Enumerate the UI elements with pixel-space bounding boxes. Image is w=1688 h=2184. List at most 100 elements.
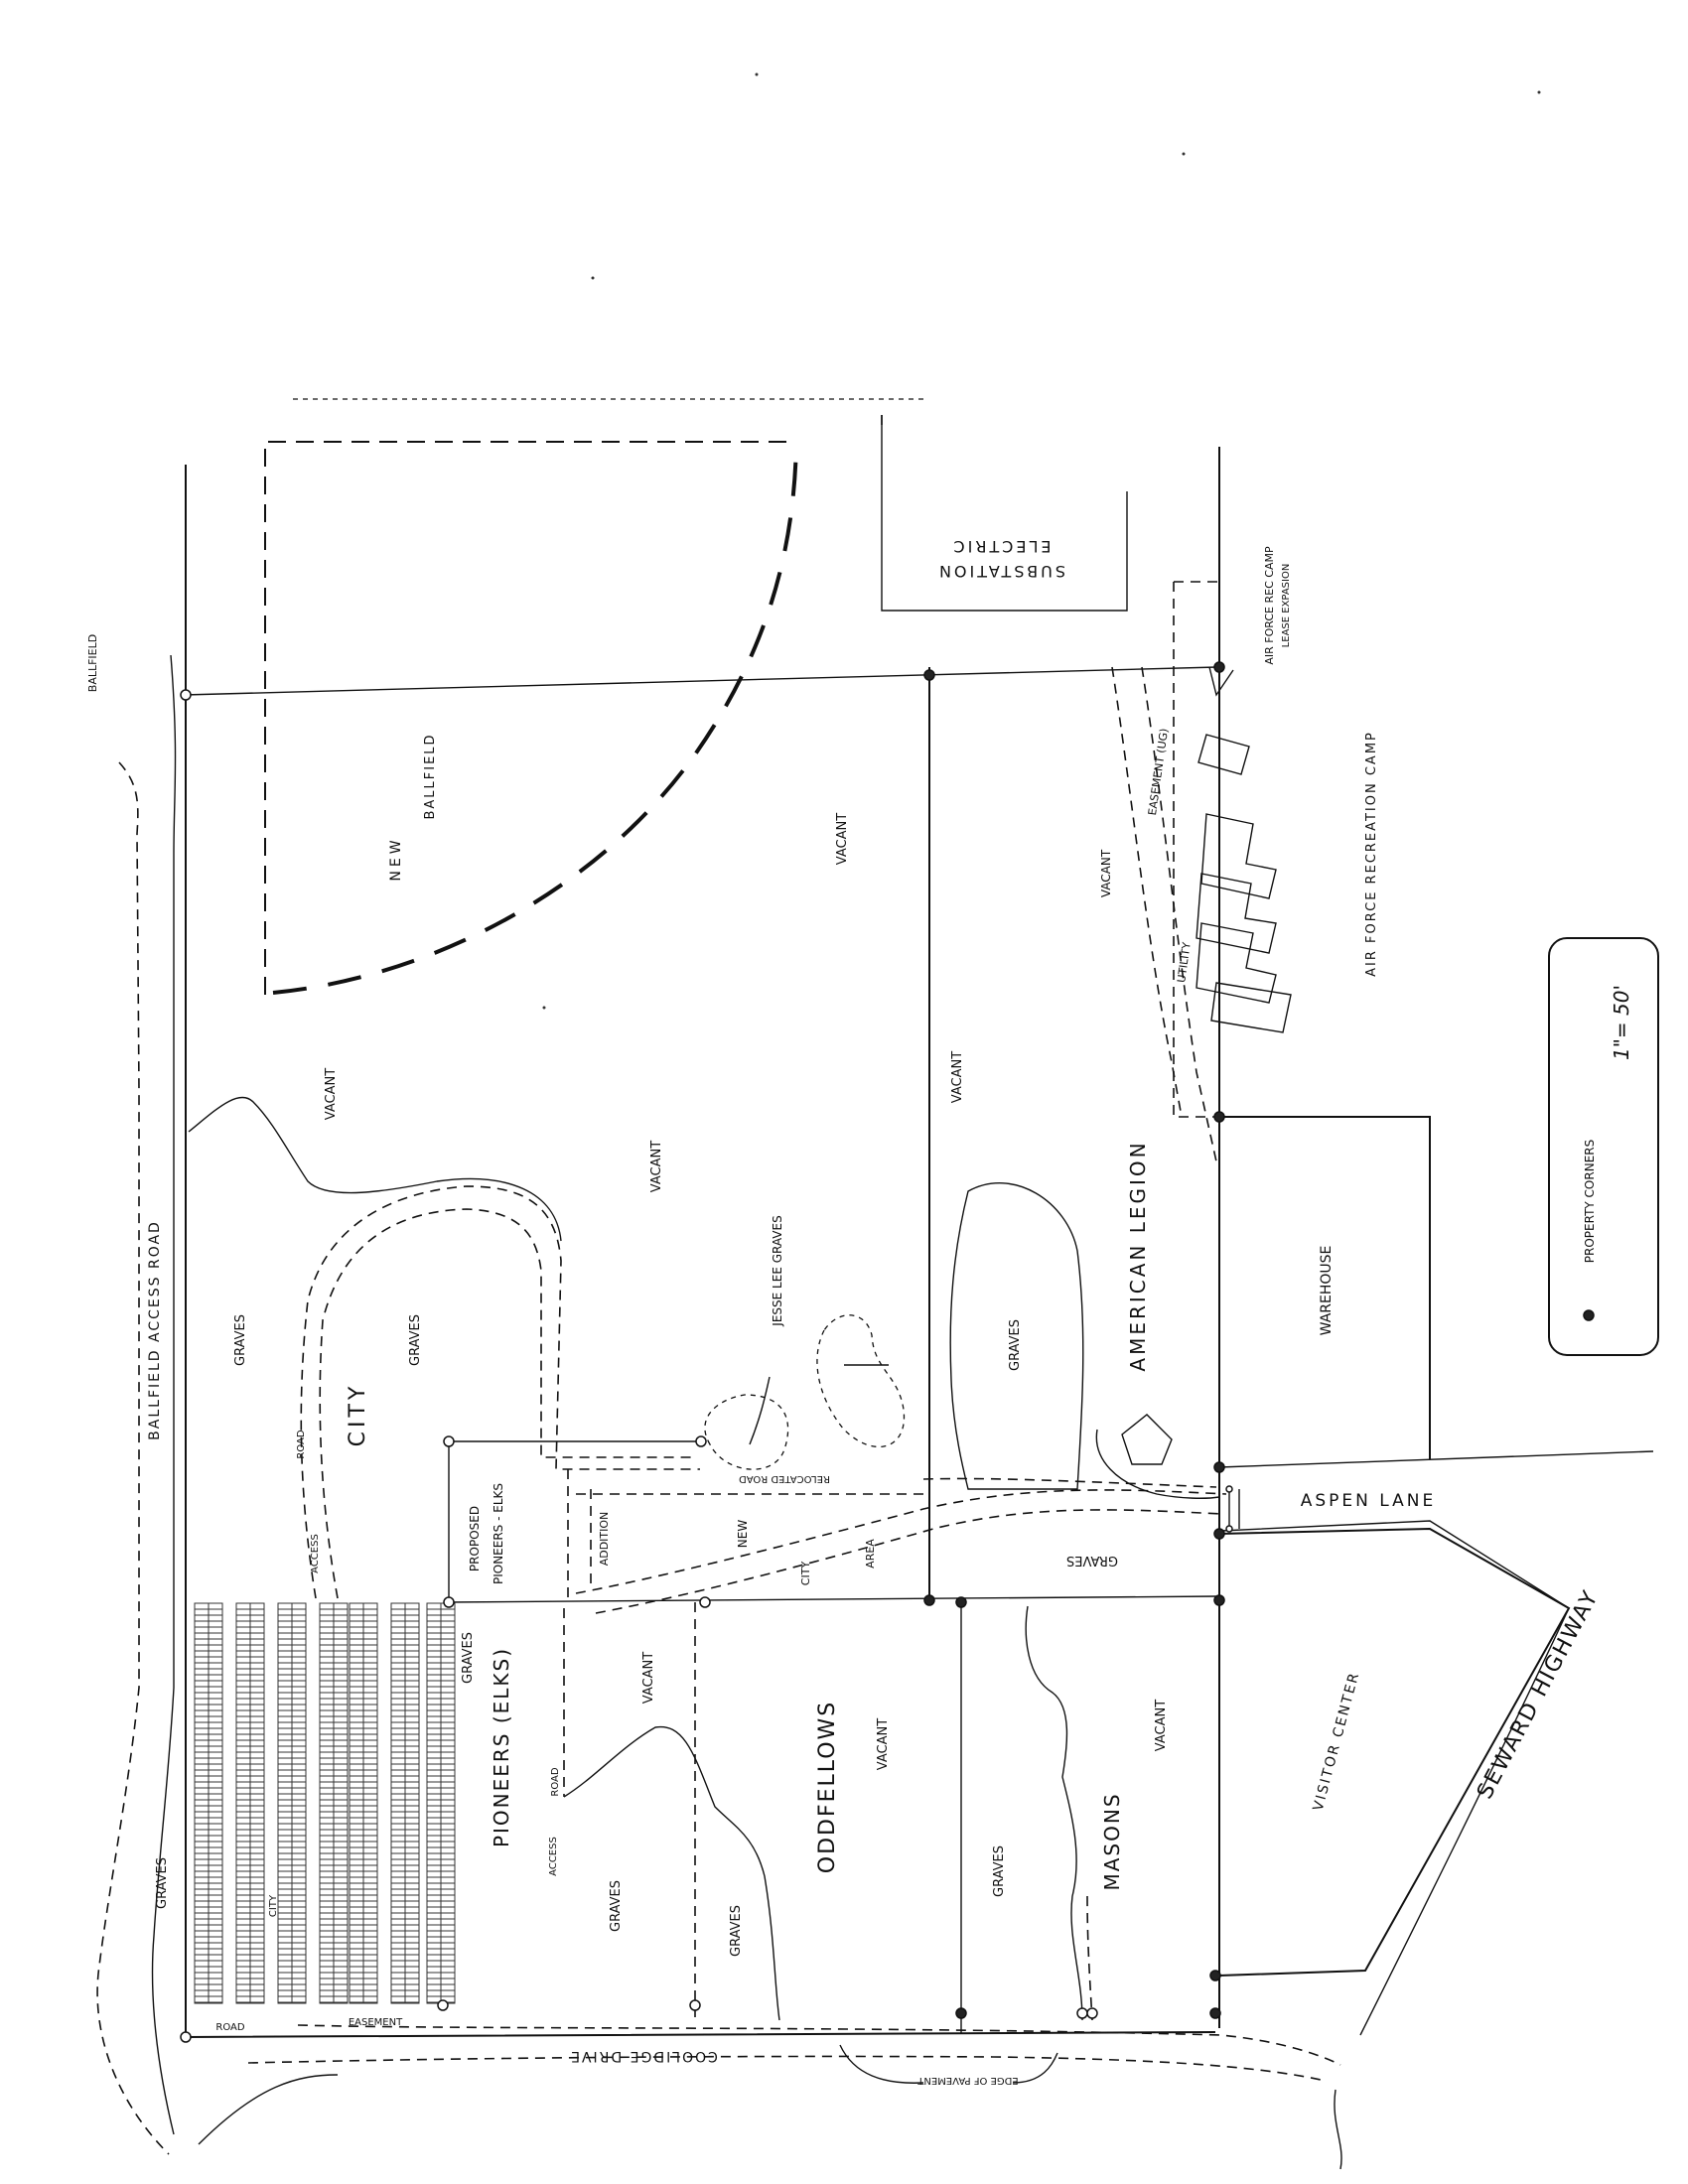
lodge-graves-boundaries [563, 1605, 1093, 2021]
label-city-grid: CITY [268, 1894, 279, 1917]
label-new-ballfield-1: NEW [388, 836, 404, 881]
label-road-bottom: ROAD [215, 2022, 244, 2033]
property-corner-marker [1213, 1528, 1225, 1540]
label-graves-4: GRAVES [461, 1632, 476, 1684]
property-corner-marker [923, 1594, 935, 1606]
label-seward-highway: SEWARD HIGHWAY [1473, 1585, 1604, 1803]
label-jesse-lee-graves: JESSE LEE GRAVES [771, 1215, 784, 1326]
property-corners [180, 661, 1225, 2043]
property-corner-marker [955, 2007, 967, 2019]
label-proposed: PROPOSED [468, 1506, 482, 1571]
proposed-addition [567, 1469, 928, 1598]
label-new: NEW [736, 1520, 750, 1549]
property-corner-marker [1209, 2007, 1221, 2019]
property-corner-marker [695, 1435, 707, 1447]
label-graves-9: GRAVES [155, 1857, 170, 1909]
label-pioneers-elks: PIONEERS (ELKS) [490, 1647, 513, 1847]
label-vacant-2: VACANT [1099, 849, 1113, 897]
property-corner-marker [1213, 1461, 1225, 1473]
property-corner-marker [1209, 1970, 1221, 1981]
property-corner-marker [689, 1999, 701, 2011]
property-corner-marker [443, 1435, 455, 1447]
label-air-force-lease-2: LEASE EXPASION [1281, 564, 1292, 648]
property-boundary [183, 447, 1654, 2039]
vacant-graves-boundary [188, 1096, 562, 1242]
label-air-force-lease-1: AIR FORCE REC CAMP [1263, 546, 1276, 665]
label-air-force-recreation-camp: AIR FORCE RECREATION CAMP [1364, 731, 1379, 977]
legion-curve [1095, 1429, 1220, 1499]
label-vacant-6: VACANT [641, 1652, 656, 1704]
property-corner-marker [1213, 1594, 1225, 1606]
air-force-buildings [1196, 734, 1292, 1033]
label-graves-7: GRAVES [729, 1905, 744, 1957]
label-graves-8: GRAVES [992, 1845, 1007, 1897]
label-electric-substation-1: ELECTRIC [950, 537, 1051, 556]
electric-substation [881, 415, 1128, 612]
air-force-lease-box [1173, 581, 1234, 1118]
label-relocated-road: RELOCATED ROAD [739, 1473, 830, 1484]
label-road: ROAD [296, 1430, 307, 1458]
label-graves-2: GRAVES [408, 1314, 423, 1366]
map-labels: BALLFIELD BALLFIELD ACCESS ROAD NEW BALL… [86, 537, 1633, 2086]
label-graves-6: GRAVES [609, 1880, 624, 1932]
label-city-small: CITY [799, 1562, 812, 1586]
label-aspen-lane: ASPEN LANE [1301, 1491, 1436, 1511]
property-corner-marker [1076, 2007, 1088, 2019]
property-corner-marker [699, 1596, 711, 1608]
label-new-ballfield-2: BALLFIELD [423, 733, 438, 819]
coolidge-drive-lines [198, 2024, 1342, 2170]
scan-specks [542, 72, 1541, 1010]
american-legion-graves-area [949, 1182, 1084, 1490]
ballfield-access-road-lines [96, 654, 177, 2155]
property-corner-marker [180, 689, 192, 701]
property-corner-marker [1213, 1111, 1225, 1123]
pioneers-graves-grid [194, 1602, 456, 2004]
relocated-road [575, 1477, 1227, 1614]
label-visitor-center: VISITOR CENTER [1311, 1670, 1363, 1813]
property-corner-marker [443, 1596, 455, 1608]
property-corner-marker [923, 669, 935, 681]
legend-property-corners: PROPERTY CORNERS [1583, 1140, 1597, 1263]
aspen-lane-gate [1225, 1485, 1240, 1533]
label-oddfellows: ODDFELLOWS [815, 1701, 840, 1874]
label-road-lower: ROAD [550, 1767, 561, 1796]
new-ballfield [264, 441, 798, 995]
label-ballfield-access-road: BALLFIELD ACCESS ROAD [147, 1220, 163, 1440]
label-coolidge-drive: COOLIDGE DRIVE [569, 2048, 718, 2064]
property-corner-marker [1086, 2007, 1098, 2019]
label-area: AREA [864, 1539, 877, 1569]
label-city: CITY [346, 1383, 370, 1447]
label-american-legion: AMERICAN LEGION [1126, 1140, 1150, 1371]
property-corner-marker [437, 1999, 449, 2011]
label-ballfield: BALLFIELD [86, 634, 99, 692]
label-graves-5: GRAVES [1066, 1553, 1118, 1568]
aspen-lane-lines [1220, 1520, 1570, 1609]
label-vacant-3: VACANT [324, 1068, 339, 1120]
label-utility: UTILITY [1175, 941, 1194, 984]
jesse-lee-graves-areas [704, 1314, 906, 1470]
property-corner-marker [1213, 661, 1225, 673]
label-access: ACCESS [310, 1534, 321, 1573]
label-easement-bottom: EASEMENT [349, 2017, 403, 2028]
label-edge-of-pavement: EDGE OF PAVEMENT [916, 2075, 1018, 2086]
label-vacant-5: VACANT [950, 1051, 965, 1103]
property-corner-marker [180, 2031, 192, 2043]
label-graves-1: GRAVES [233, 1314, 248, 1366]
label-access-lower: ACCESS [548, 1837, 559, 1876]
property-corner-legend-symbol [1583, 1309, 1595, 1321]
label-vacant-7: VACANT [876, 1718, 891, 1770]
edge-of-pavement-leader [839, 2044, 1058, 2084]
legend-box [1548, 937, 1659, 1356]
label-pioneers-elks-small: PIONEERS - ELKS [492, 1483, 505, 1584]
seward-highway-edge [1359, 1607, 1570, 2036]
city-loop-road [300, 1185, 700, 1599]
label-addition: ADDITION [598, 1512, 611, 1567]
label-vacant-1: VACANT [835, 813, 850, 865]
label-graves-3: GRAVES [1008, 1319, 1023, 1371]
property-corner-marker [955, 1596, 967, 1608]
label-vacant-8: VACANT [1154, 1700, 1169, 1751]
label-easement-ug: EASEMENT (UG) [1146, 728, 1171, 816]
label-vacant-4: VACANT [649, 1141, 664, 1192]
utility-easement [1111, 666, 1217, 1162]
